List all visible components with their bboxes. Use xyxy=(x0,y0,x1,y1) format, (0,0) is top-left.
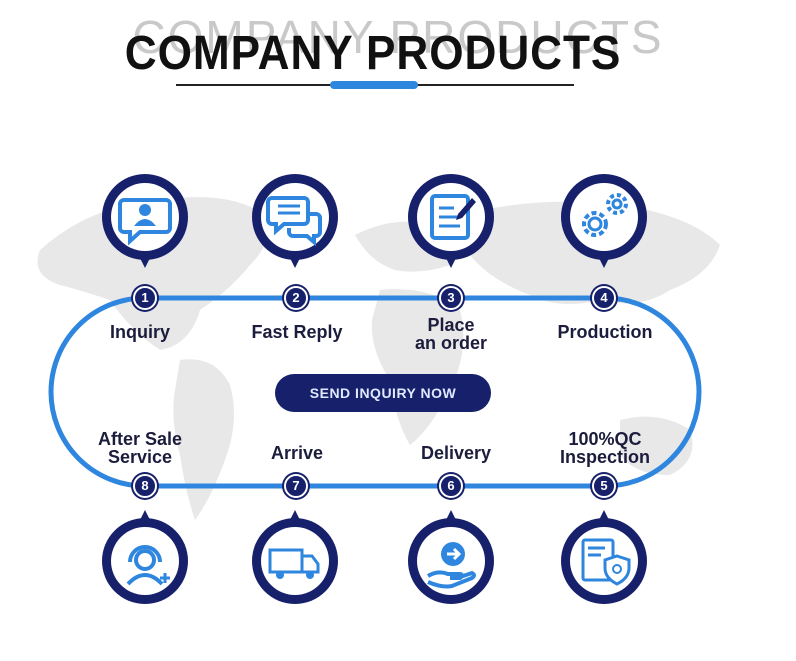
step-label-qc-inspection: 100%QC Inspection xyxy=(559,429,650,467)
gears-icon xyxy=(582,193,628,237)
chat-bubbles-icon xyxy=(266,196,322,247)
step-number-7: 7 xyxy=(284,474,308,498)
step-3-pin xyxy=(408,174,494,268)
step-number-3: 3 xyxy=(439,286,463,310)
step-number-8: 8 xyxy=(133,474,157,498)
step-5-pin xyxy=(561,510,647,604)
step-label-arrive: Arrive xyxy=(270,443,324,463)
page-title: COMPANY PRODUCTS xyxy=(124,27,622,80)
step-label-fast-reply: Fast Reply xyxy=(251,322,343,342)
send-inquiry-button[interactable]: SEND INQUIRY NOW xyxy=(275,374,491,412)
step-1-pin xyxy=(102,174,188,268)
step-number-4: 4 xyxy=(592,286,616,310)
step-number-2: 2 xyxy=(284,286,308,310)
step-4-pin xyxy=(561,174,647,268)
step-number-5: 5 xyxy=(592,474,616,498)
step-label-inquiry: Inquiry xyxy=(109,322,170,342)
truck-icon xyxy=(268,548,320,579)
step-label-production: Production xyxy=(557,322,653,342)
step-8-pin xyxy=(102,510,188,604)
headset-support-icon xyxy=(126,545,170,586)
step-label-delivery: Delivery xyxy=(420,443,492,463)
step-number-1: 1 xyxy=(133,286,157,310)
order-form-icon xyxy=(430,194,476,240)
chat-person-icon xyxy=(118,198,172,246)
title-accent-bar xyxy=(330,81,418,89)
shield-document-icon xyxy=(581,538,631,586)
step-label-place-order: Place an order xyxy=(414,315,488,353)
step-label-after-sale: After Sale Service xyxy=(97,429,183,467)
step-7-pin xyxy=(252,510,338,604)
step-6-pin xyxy=(408,510,494,604)
step-number-6: 6 xyxy=(439,474,463,498)
hand-arrow-icon xyxy=(426,542,476,589)
step-2-pin xyxy=(252,174,338,268)
title-shadow: COMPANY PRODUCTS xyxy=(132,11,664,63)
